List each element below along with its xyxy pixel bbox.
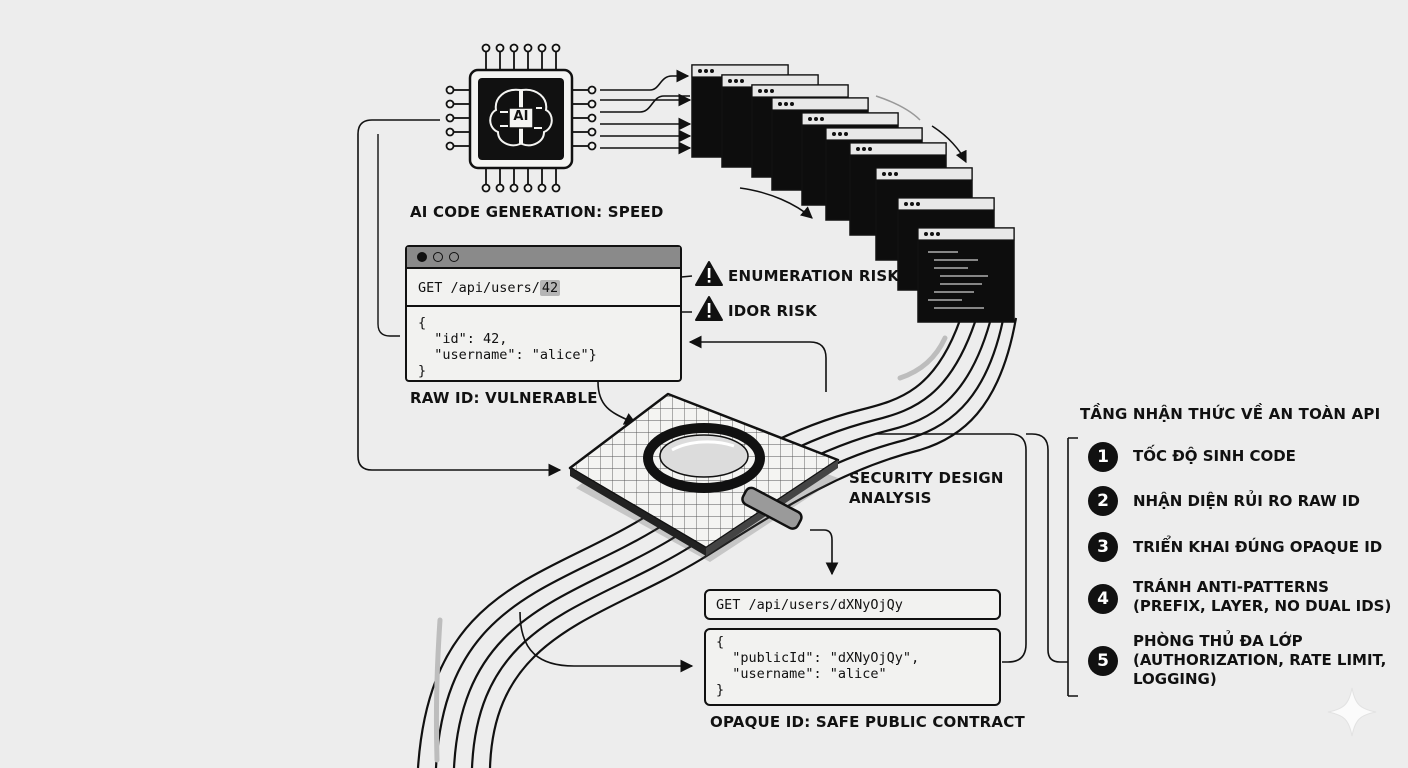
raw-body-line: "username": "alice"}	[418, 347, 597, 363]
security-analysis-line2: ANALYSIS	[849, 489, 932, 507]
magnifier-icon	[643, 423, 803, 530]
steps-connectors	[876, 433, 1078, 697]
code-window	[917, 227, 1015, 323]
sparkle-icon	[1327, 687, 1377, 737]
step-number: 1	[1088, 442, 1118, 472]
opaque-request-line: GET /api/users/dXNyOjQy	[716, 597, 903, 613]
step-text: TRÁNH ANTI-PATTERNS (PREFIX, LAYER, NO D…	[1133, 578, 1392, 615]
analysis-to-opaque-arrow	[810, 529, 839, 576]
raw-request-id: 42	[539, 280, 561, 296]
ai-generation-label: AI CODE GENERATION: SPEED	[410, 203, 664, 221]
step-text: PHÒNG THỦ ĐA LỚP (AUTHORIZATION, RATE LI…	[1133, 632, 1387, 688]
window-minimize-dot[interactable]	[433, 252, 443, 262]
step-number: 5	[1088, 646, 1118, 676]
step-number: 3	[1088, 532, 1118, 562]
code-window-stack	[691, 64, 1015, 323]
window-maximize-dot[interactable]	[449, 252, 459, 262]
chip-label: AI	[513, 109, 529, 124]
opaque-request-panel: GET /api/users/dXNyOjQy	[704, 589, 1001, 620]
raw-panel-side-connector	[377, 134, 400, 337]
raw-request-path: GET /api/users/	[418, 280, 540, 296]
step-number: 2	[1088, 486, 1118, 516]
security-analysis-line1: SECURITY DESIGN	[849, 469, 1004, 487]
raw-id-label: RAW ID: VULNERABLE	[410, 389, 598, 407]
raw-divider	[407, 305, 680, 307]
idor-risk-label: IDOR RISK	[728, 302, 817, 320]
opaque-body-line: "publicId": "dXNyOjQy",	[716, 650, 920, 666]
raw-body-line: {	[418, 315, 427, 331]
enumeration-risk-label: ENUMERATION RISK	[728, 267, 900, 285]
step-text: TỐC ĐỘ SINH CODE	[1133, 447, 1296, 465]
window-titlebar	[407, 247, 680, 269]
opaque-body-line: }	[716, 682, 725, 698]
opaque-body-line: "username": "alice"	[716, 666, 887, 682]
opaque-id-label: OPAQUE ID: SAFE PUBLIC CONTRACT	[710, 713, 1025, 731]
motion-arrows	[739, 95, 967, 219]
step-text: TRIỂN KHAI ĐÚNG OPAQUE ID	[1133, 538, 1383, 556]
raw-return-arrow	[688, 335, 827, 392]
step-number: 4	[1088, 584, 1118, 614]
steps-title: TẦNG NHẬN THỨC VỀ AN TOÀN API	[1080, 405, 1381, 423]
brain-icon	[489, 88, 553, 147]
step-text: NHẬN DIỆN RỦI RO RAW ID	[1133, 492, 1360, 510]
raw-body-line: "id": 42,	[418, 331, 508, 347]
raw-request-line: GET /api/users/42	[418, 280, 561, 296]
flow-to-opaque-arrow	[519, 611, 694, 673]
raw-body-line: }	[418, 363, 427, 379]
raw-id-panel: GET /api/users/42 { "id": 42, "username"…	[405, 245, 682, 382]
raw-to-analysis-arrow	[597, 381, 638, 425]
security-analysis-label: SECURITY DESIGN ANALYSIS	[849, 468, 1004, 508]
ribbon-highlights	[433, 335, 948, 763]
chip-output-wires	[600, 69, 692, 155]
loop-connector	[357, 119, 562, 477]
window-close-dot[interactable]	[417, 252, 427, 262]
opaque-body-line: {	[716, 634, 725, 650]
ai-chip-icon	[445, 43, 597, 193]
warning-icon	[695, 261, 723, 286]
warning-icon	[695, 296, 723, 321]
opaque-body-panel: { "publicId": "dXNyOjQy", "username": "a…	[704, 628, 1001, 706]
